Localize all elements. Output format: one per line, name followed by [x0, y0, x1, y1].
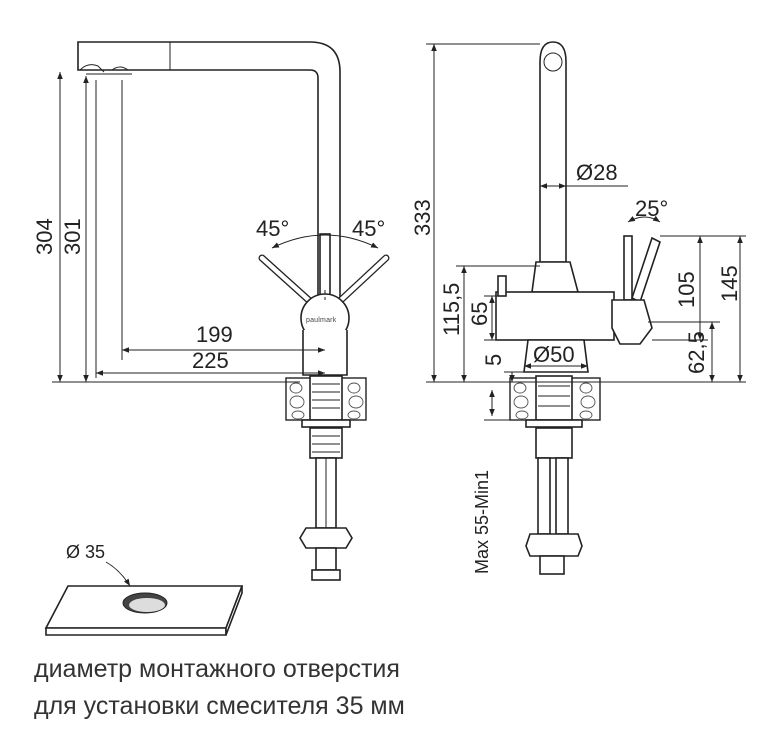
dim-115-5: 115,5: [439, 283, 464, 336]
side-body: [495, 291, 615, 341]
side-view: 25° 333 Ø28 115,5: [410, 41, 746, 575]
dim-base-diameter: Ø50: [533, 342, 575, 367]
dim-5: 5: [481, 354, 506, 366]
caption-line-1: диаметр монтажного отверстия: [34, 655, 400, 683]
hole-diameter-label: Ø 35: [66, 542, 105, 562]
dim-62-5: 62,5: [684, 331, 709, 374]
side-lever-vertical: [623, 235, 633, 301]
dim-side-height: 333: [410, 199, 435, 236]
aerator-detail: [79, 64, 132, 75]
dim-105: 105: [674, 271, 699, 308]
dim-65: 65: [467, 302, 492, 326]
dim-lever-angle: 25°: [635, 196, 668, 221]
brand-label: paulmark: [306, 317, 337, 324]
mounting-hole-detail: Ø 35: [44, 542, 244, 636]
angle-left-label: 45°: [256, 216, 289, 241]
caption-line-2: для установки смесителя 35 мм: [34, 692, 405, 720]
dim-145: 145: [717, 265, 742, 302]
dim-height-total: 304: [32, 218, 57, 255]
side-lever-angled: [631, 236, 661, 304]
countertop-stones-front: [289, 382, 364, 420]
dim-spout-diameter: Ø28: [576, 160, 618, 185]
front-view: paulmark 45° 45°: [32, 41, 390, 581]
dim-mount-thickness: Max 55-Min1: [472, 470, 492, 574]
angle-right-label: 45°: [352, 216, 385, 241]
side-hoses: [537, 457, 551, 535]
dim-reach-inner: 199: [196, 322, 233, 347]
countertop-stones-side: [513, 382, 596, 420]
caption: диаметр монтажного отверстия для установ…: [34, 651, 405, 725]
side-spout: [539, 41, 567, 263]
front-spout: [77, 41, 341, 301]
dim-reach-outer: 225: [192, 348, 229, 373]
dim-height-spout: 301: [60, 218, 85, 255]
